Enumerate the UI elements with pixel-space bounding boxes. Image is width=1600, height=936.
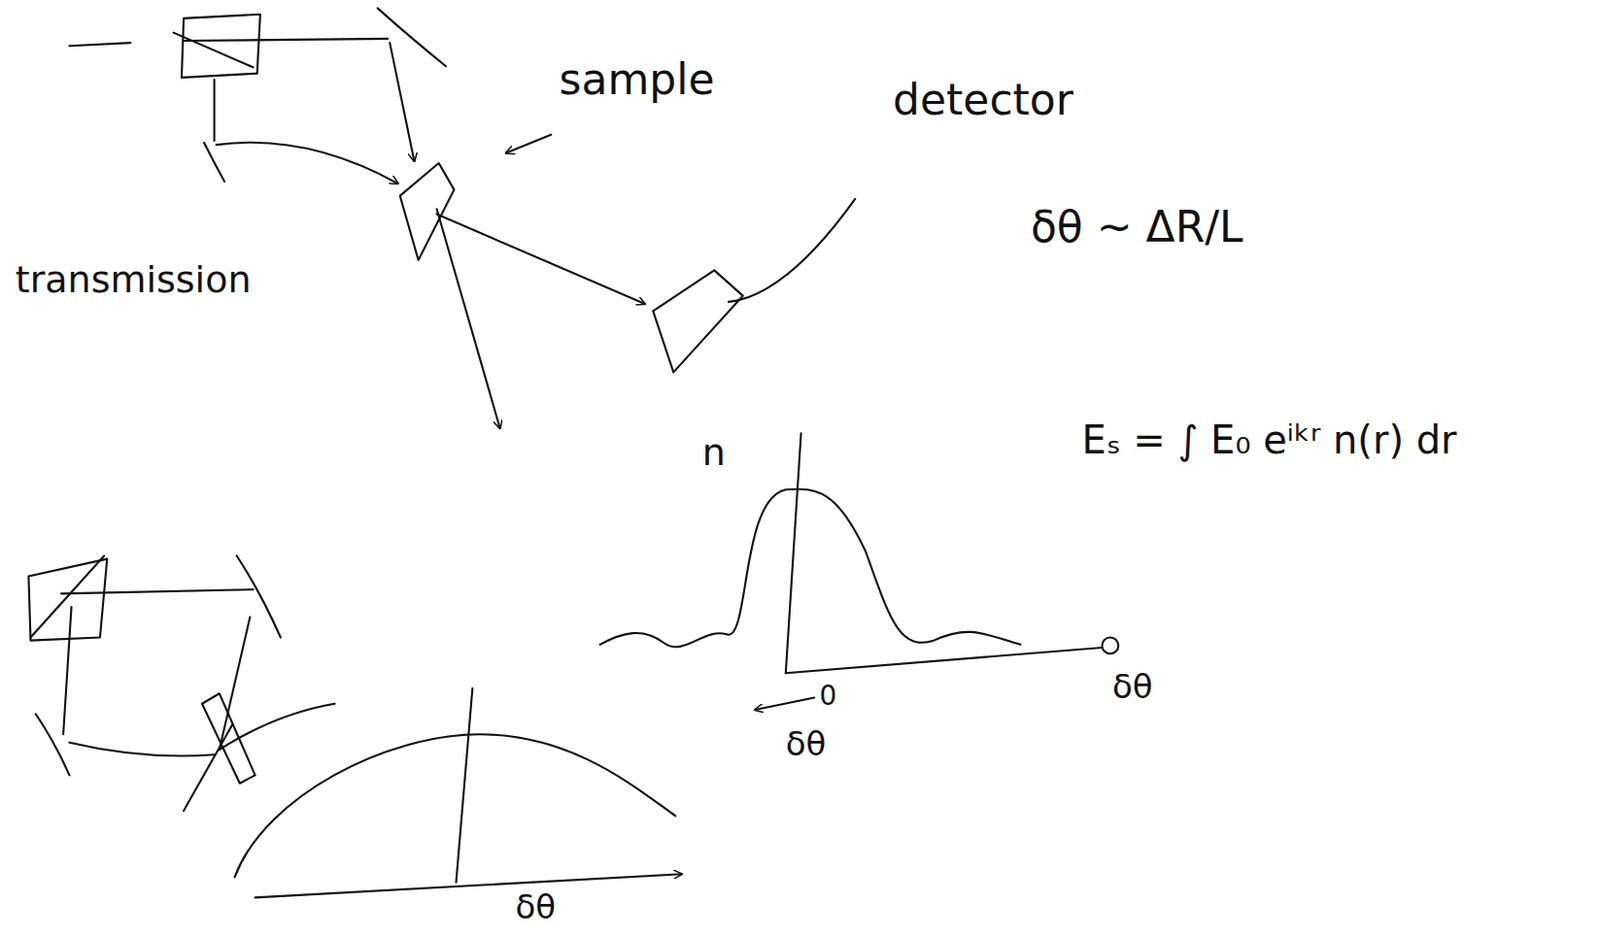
zero-arrow — [754, 697, 815, 711]
beam-splitter-diagonal — [31, 555, 105, 638]
beam — [183, 38, 388, 41]
label: sample — [559, 56, 715, 103]
beam — [216, 142, 399, 184]
beam — [61, 589, 253, 594]
axis-end — [1101, 638, 1119, 655]
mirror — [237, 555, 281, 638]
beam — [183, 724, 233, 812]
reflected-beam — [437, 214, 646, 305]
label: δθ — [1112, 669, 1154, 706]
transmitted-beam — [437, 208, 501, 429]
sample-plate — [400, 163, 455, 261]
leader-line — [728, 199, 855, 303]
mirror — [377, 7, 446, 67]
beam — [389, 42, 414, 162]
label: n — [702, 433, 726, 475]
axis — [785, 433, 802, 674]
detector-symbol — [652, 270, 743, 373]
plot-curve — [235, 734, 677, 878]
beam — [63, 607, 71, 735]
input-beam — [68, 42, 131, 46]
axis — [456, 688, 474, 884]
beam-splitter — [181, 14, 261, 78]
axis — [255, 874, 682, 898]
mirror — [204, 142, 225, 182]
label: transmission — [15, 260, 252, 302]
beam-splitter-diagonal — [173, 33, 254, 69]
beam-splitter — [28, 559, 107, 642]
beam — [68, 743, 214, 757]
beam — [219, 616, 251, 750]
equation: Eₛ = ∫ E₀ eⁱᵏʳ n(r) dr — [1081, 418, 1457, 462]
axis — [785, 647, 1103, 674]
beam — [213, 79, 216, 141]
axis-origin: 0 — [818, 681, 837, 713]
mirror — [35, 714, 70, 776]
label: detector — [892, 76, 1074, 124]
equation: δθ ~ ΔR/L — [1030, 204, 1244, 251]
beam — [219, 704, 336, 750]
leader-arrow — [506, 135, 551, 154]
label: δθ — [514, 889, 556, 926]
plot-curve — [600, 489, 1022, 648]
label: δθ — [785, 726, 827, 763]
